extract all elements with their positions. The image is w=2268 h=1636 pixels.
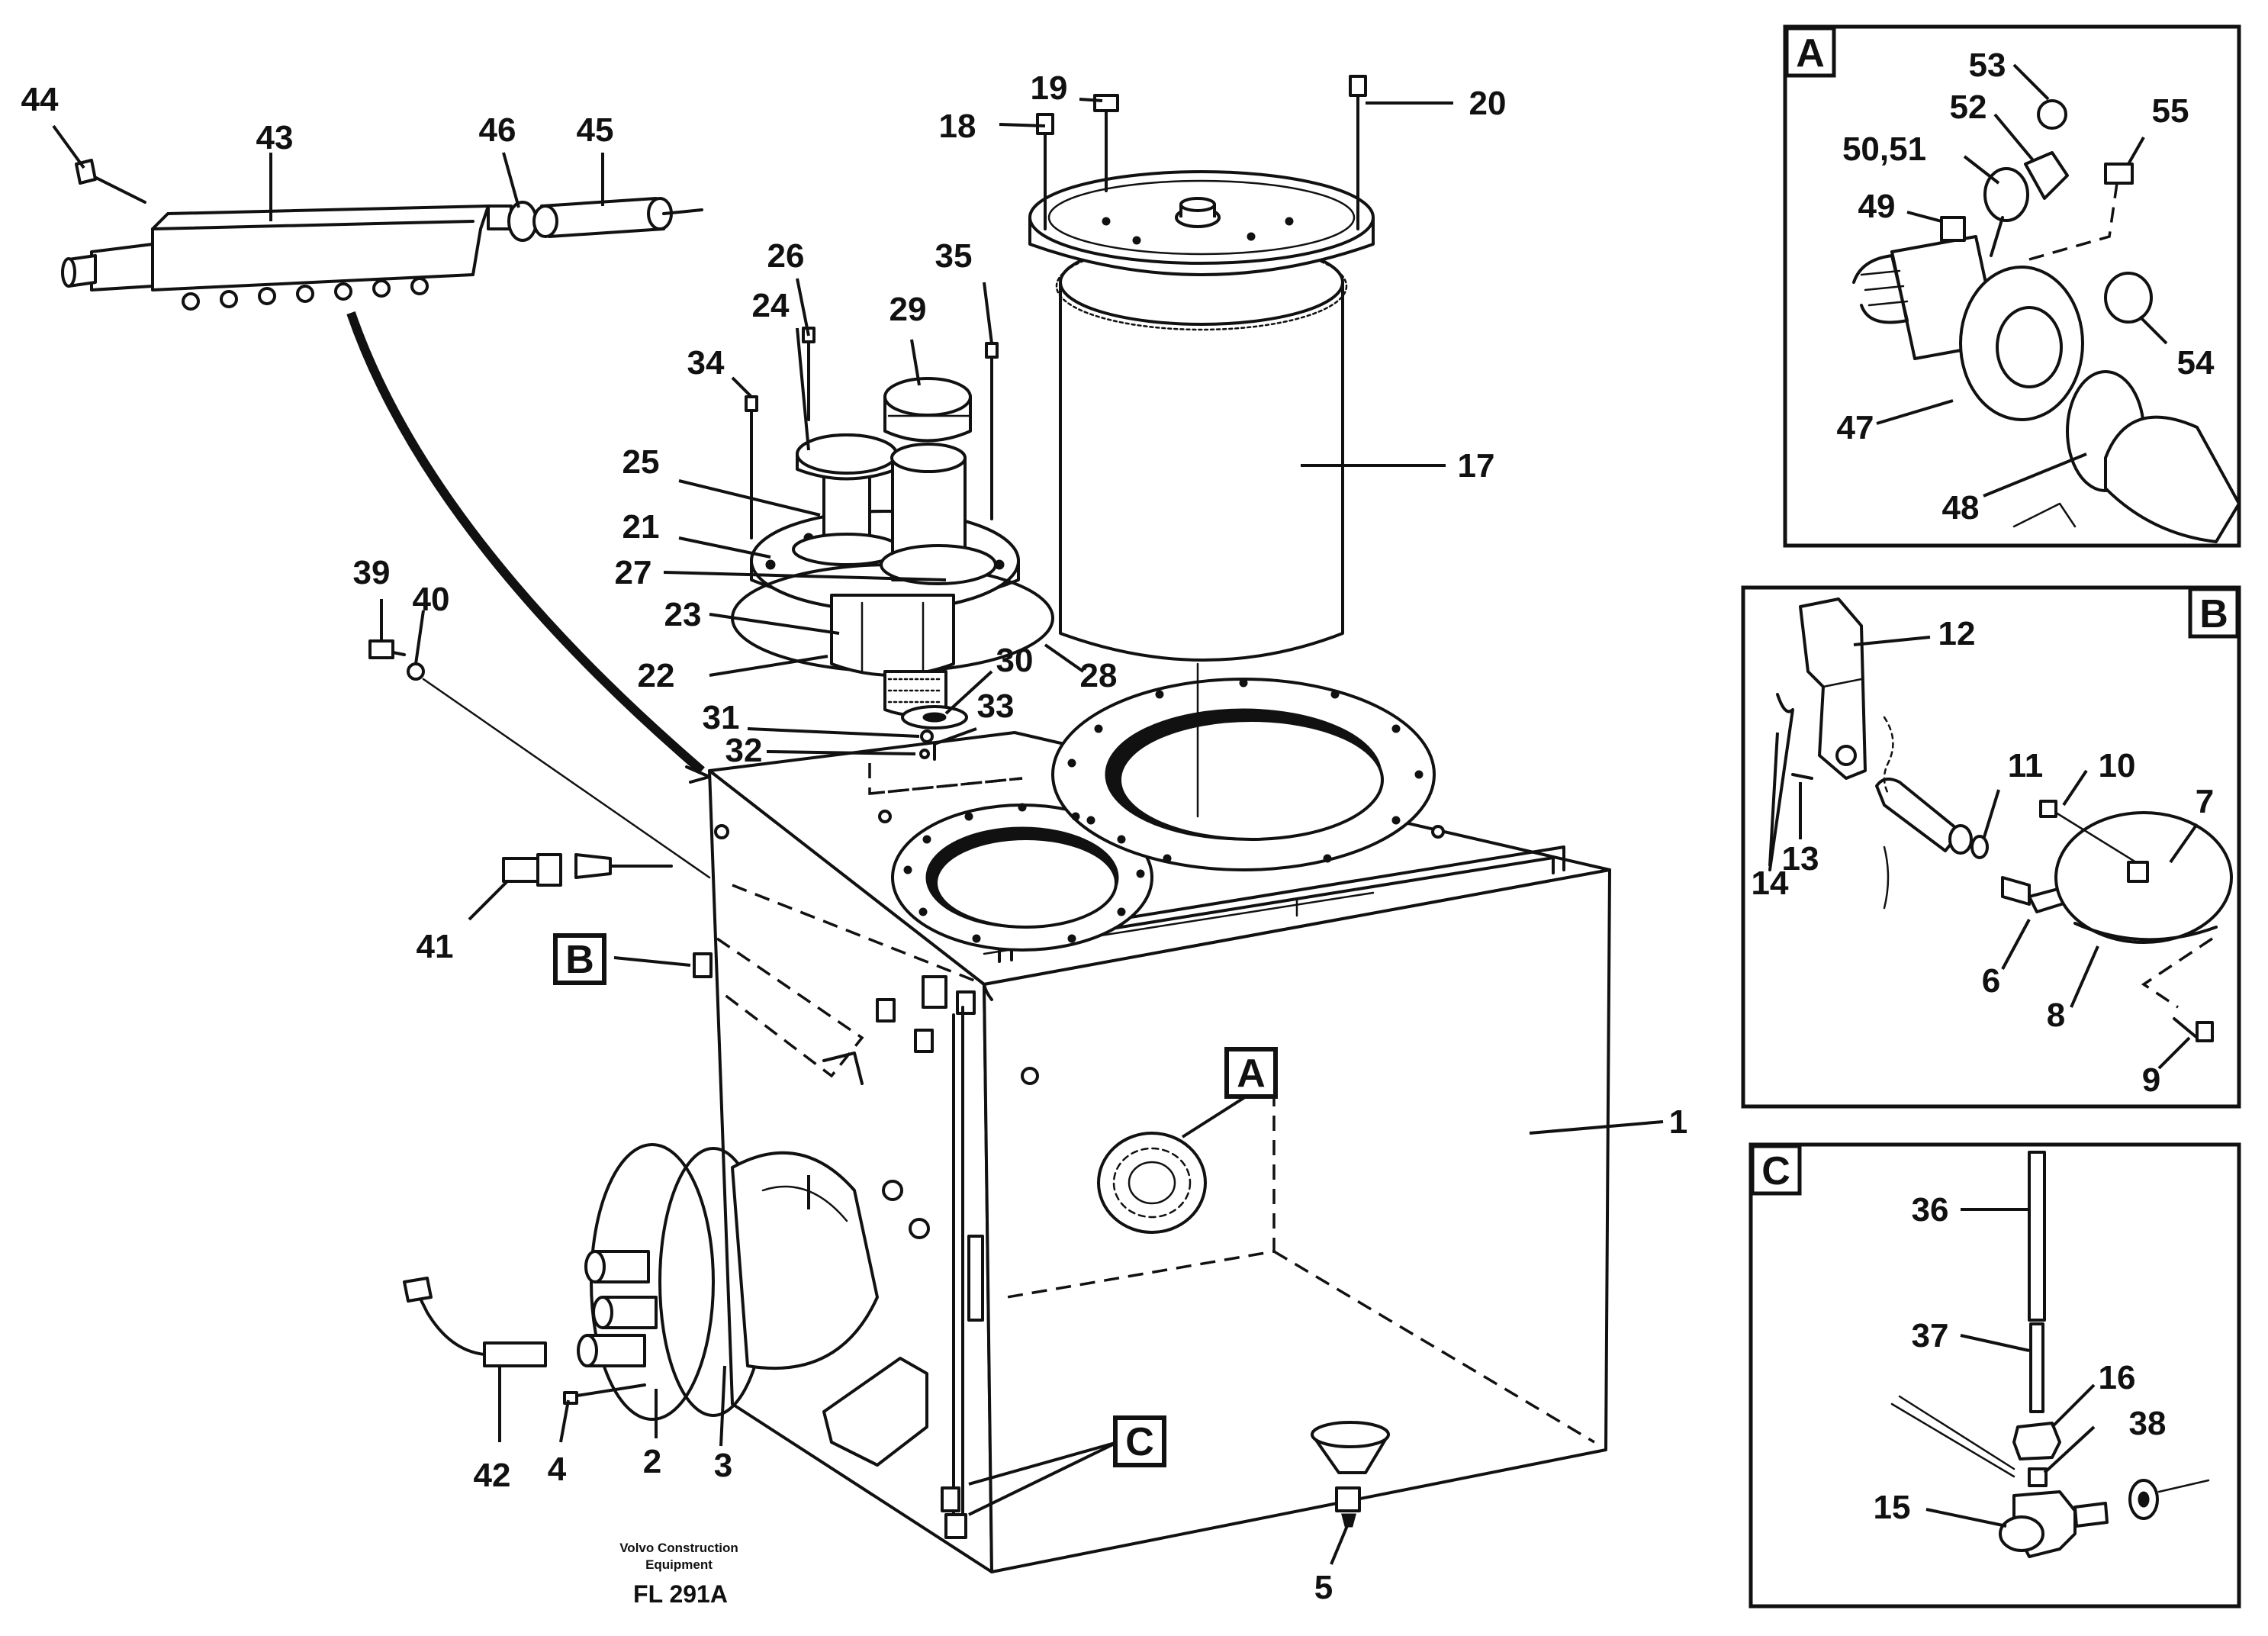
label-49: 49: [1858, 188, 1896, 225]
callout-a: A: [1237, 1051, 1266, 1096]
manifold-assembly: [61, 159, 711, 784]
label-50-51: 50,51: [1842, 130, 1926, 168]
label-30: 30: [996, 642, 1034, 679]
leader-lines: [52, 98, 1664, 1565]
callout-box-a: [1224, 1047, 1278, 1099]
detail-panel-a: A: [1783, 24, 2241, 548]
detail-panel-c: C: [1748, 1142, 2241, 1609]
label-4: 4: [548, 1451, 567, 1488]
label-38: 38: [2129, 1405, 2167, 1442]
footer-code: FL 291A: [633, 1580, 728, 1608]
label-46: 46: [479, 111, 516, 149]
label-26: 26: [767, 237, 805, 275]
label-23: 23: [664, 596, 702, 633]
flange-bolts: [903, 678, 1424, 943]
label-53: 53: [1969, 47, 2006, 84]
label-36: 36: [1912, 1191, 1949, 1229]
label-32: 32: [725, 732, 763, 769]
label-16: 16: [2099, 1359, 2136, 1396]
label-17: 17: [1458, 447, 1495, 485]
label-31: 31: [703, 699, 740, 736]
label-24: 24: [752, 287, 790, 324]
label-20: 20: [1469, 85, 1507, 122]
label-14: 14: [1752, 865, 1789, 902]
label-3: 3: [714, 1447, 732, 1484]
label-29: 29: [890, 291, 927, 328]
callout-b: B: [565, 938, 594, 982]
label-22: 22: [638, 657, 675, 694]
footer-company-line1: Volvo Construction: [619, 1541, 738, 1555]
label-18: 18: [939, 108, 976, 145]
label-25: 25: [622, 443, 660, 481]
label-34: 34: [687, 344, 725, 382]
callout-box-c: [1113, 1415, 1166, 1467]
label-6: 6: [1982, 962, 2000, 1000]
label-11: 11: [2008, 747, 2044, 784]
panel-a-letter: A: [1796, 31, 1825, 76]
label-43: 43: [256, 119, 294, 156]
label-1: 1: [1669, 1103, 1687, 1141]
label-35: 35: [935, 237, 973, 275]
label-27: 27: [615, 554, 652, 591]
label-39: 39: [353, 554, 391, 591]
panel-c-letter: C: [1761, 1149, 1790, 1193]
callout-box-b: [553, 933, 606, 985]
breather-assembly: [731, 327, 1054, 795]
label-37: 37: [1912, 1317, 1949, 1354]
label-52: 52: [1950, 89, 1987, 126]
callout-c: C: [1125, 1420, 1154, 1464]
label-9: 9: [2142, 1061, 2160, 1099]
label-5: 5: [1314, 1569, 1333, 1606]
label-55: 55: [2152, 92, 2189, 130]
footer: Volvo Construction Equipment FL 291A: [619, 1541, 738, 1608]
label-54: 54: [2177, 344, 2215, 382]
detail-panel-b: B: [1741, 585, 2241, 1109]
label-12: 12: [1938, 615, 1976, 652]
panel-b-letter: B: [2199, 592, 2228, 636]
label-45: 45: [577, 111, 614, 149]
label-7: 7: [2196, 783, 2214, 820]
label-40: 40: [413, 581, 450, 618]
label-19: 19: [1031, 69, 1068, 107]
label-44: 44: [21, 81, 59, 118]
side-parts: [368, 639, 879, 1421]
part-labels: 1 2 3 4 5 6 7 8 9 10 11 12 13 14 15 16 1…: [21, 47, 2215, 1606]
label-21: 21: [622, 508, 660, 546]
tank-body: [708, 678, 1611, 1573]
label-2: 2: [643, 1443, 661, 1480]
label-33: 33: [977, 688, 1015, 725]
label-8: 8: [2047, 997, 2065, 1034]
label-48: 48: [1942, 489, 1980, 527]
return-filter: [1028, 75, 1375, 818]
label-13: 13: [1782, 840, 1819, 878]
label-15: 15: [1874, 1489, 1911, 1526]
label-42: 42: [474, 1457, 511, 1494]
callout-boxes: A B C: [553, 933, 1278, 1467]
label-41: 41: [417, 928, 454, 965]
label-28: 28: [1080, 657, 1118, 694]
label-10: 10: [2099, 747, 2136, 784]
footer-company-line2: Equipment: [645, 1557, 713, 1572]
label-47: 47: [1837, 409, 1874, 446]
